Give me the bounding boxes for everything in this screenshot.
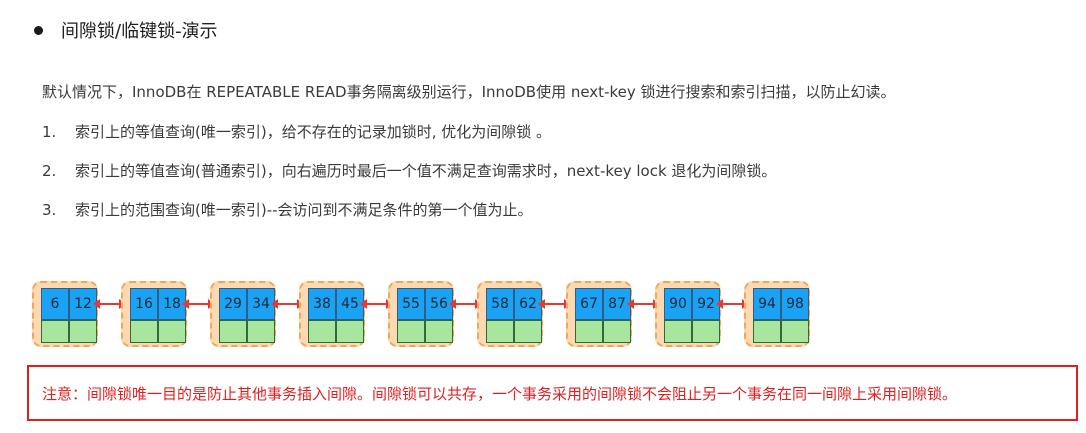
note-text: 注意：间隙锁唯一目的是防止其他事务插入间隙。间隙锁可以共存，一个事务采用的间隙锁… — [42, 384, 958, 403]
double-arrow-icon — [360, 299, 393, 309]
key-cell: 87 — [603, 288, 631, 320]
double-arrow-icon — [716, 299, 749, 309]
list-item: 1. 索引上的等值查询(唯一索引)，给不存在的记录加锁时, 优化为间隙锁 。 — [42, 120, 776, 144]
double-arrow-icon — [627, 299, 660, 309]
list-item-number: 2. — [42, 162, 57, 180]
data-cell — [130, 320, 158, 343]
data-cell — [308, 320, 336, 343]
double-arrow-icon — [449, 299, 482, 309]
data-cell — [41, 320, 69, 343]
data-cell — [425, 320, 453, 343]
double-arrow-icon — [182, 299, 215, 309]
data-cell — [781, 320, 809, 343]
list-item-text: 索引上的等值查询(普通索引)，向右遍历时最后一个值不满足查询需求时，next-k… — [75, 162, 777, 180]
data-cell — [603, 320, 631, 343]
list-item-number: 1. — [42, 123, 57, 141]
data-cell — [753, 320, 781, 343]
double-arrow-icon — [538, 299, 571, 309]
data-cell — [69, 320, 97, 343]
rules-list: 1. 索引上的等值查询(唯一索引)，给不存在的记录加锁时, 优化为间隙锁 。 2… — [42, 120, 776, 237]
key-cell: 18 — [158, 288, 186, 320]
data-cell — [514, 320, 542, 343]
key-cell: 90 — [664, 288, 692, 320]
list-item: 2. 索引上的等值查询(普通索引)，向右遍历时最后一个值不满足查询需求时，nex… — [42, 159, 776, 183]
section-title: 间隙锁/临键锁-演示 — [61, 21, 218, 42]
section-heading: 间隙锁/临键锁-演示 — [34, 14, 218, 46]
double-arrow-icon — [93, 299, 126, 309]
data-cell — [397, 320, 425, 343]
list-item: 3. 索引上的范围查询(唯一索引)--会访问到不满足条件的第一个值为止。 — [42, 198, 776, 222]
key-cell: 55 — [397, 288, 425, 320]
double-arrow-icon — [271, 299, 304, 309]
data-cell — [486, 320, 514, 343]
key-cell: 67 — [575, 288, 603, 320]
list-item-text: 索引上的等值查询(唯一索引)，给不存在的记录加锁时, 优化为间隙锁 。 — [75, 123, 552, 141]
list-item-number: 3. — [42, 201, 57, 219]
data-cell — [219, 320, 247, 343]
key-cell: 34 — [247, 288, 275, 320]
data-cell — [336, 320, 364, 343]
key-cell: 92 — [692, 288, 720, 320]
data-cell — [575, 320, 603, 343]
key-cell: 16 — [130, 288, 158, 320]
key-cell: 58 — [486, 288, 514, 320]
key-cell: 94 — [753, 288, 781, 320]
key-cell: 38 — [308, 288, 336, 320]
data-cell — [692, 320, 720, 343]
key-cell: 56 — [425, 288, 453, 320]
data-cell — [664, 320, 692, 343]
note-box: 注意：间隙锁唯一目的是防止其他事务插入间隙。间隙锁可以共存，一个事务采用的间隙锁… — [27, 365, 1078, 421]
bullet-icon — [34, 25, 43, 35]
key-cell: 6 — [41, 288, 69, 320]
list-item-text: 索引上的范围查询(唯一索引)--会访问到不满足条件的第一个值为止。 — [75, 201, 533, 219]
data-cell — [158, 320, 186, 343]
key-cell: 98 — [781, 288, 809, 320]
key-cell: 12 — [69, 288, 97, 320]
data-cell — [247, 320, 275, 343]
intro-paragraph: 默认情况下，InnoDB在 REPEATABLE READ事务隔离级别运行，In… — [42, 83, 896, 101]
key-cell: 29 — [219, 288, 247, 320]
